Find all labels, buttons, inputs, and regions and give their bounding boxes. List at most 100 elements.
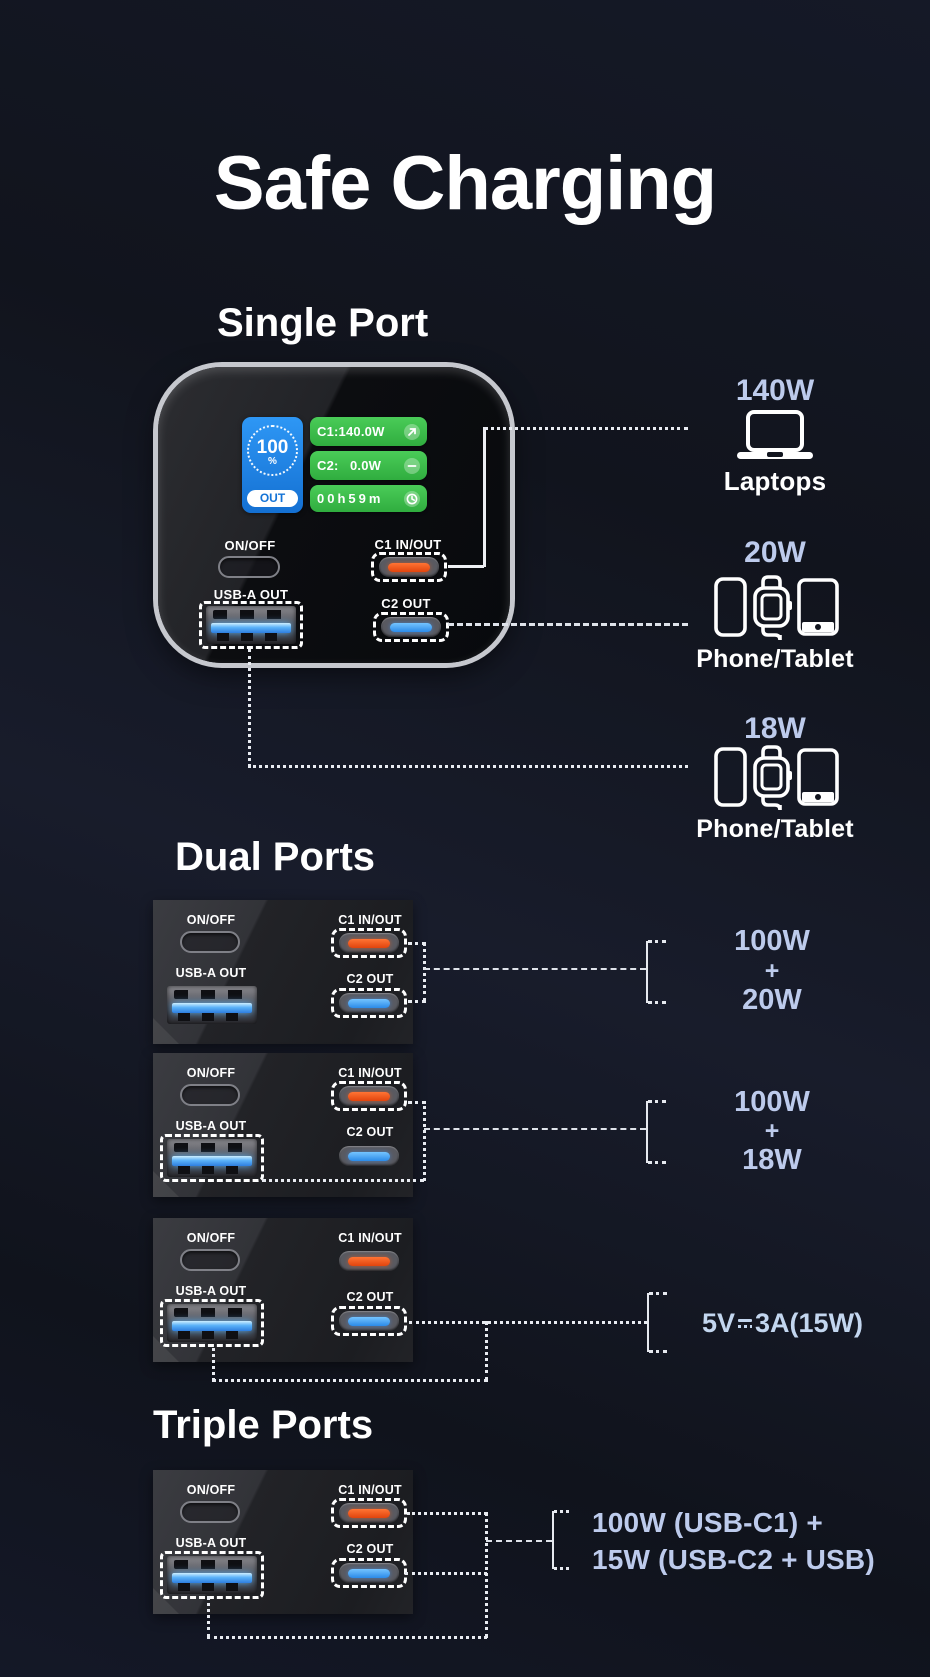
usb-c2-port [339, 1146, 399, 1166]
usba-loop-bottom [207, 1636, 487, 1639]
c2-port-label: C2 OUT [346, 972, 394, 986]
c2-power-value: C2: 0.0W [317, 458, 382, 473]
c1-connector-to-laptop [484, 427, 688, 430]
phone-watch-tablet-icons [712, 574, 840, 640]
combo2-connector [424, 1128, 646, 1130]
c2-connector-to-label [409, 1321, 647, 1324]
combo1-connector [424, 968, 646, 970]
c2-connector-stub [405, 1572, 487, 1575]
usba-port-highlight-box [160, 1134, 264, 1182]
usb-c1-port [379, 557, 439, 577]
combo1-bracket [646, 941, 648, 1003]
onoff-label: ON/OFF [186, 1483, 236, 1497]
dc-symbol-icon [737, 1317, 753, 1330]
triple-panel: ON/OFF C1 IN/OUT USB-A OUT C2 OUT [153, 1470, 413, 1614]
battery-percent-unit: % [268, 456, 277, 467]
battery-mode-badge: OUT [247, 490, 298, 507]
battery-ring-icon: 100 % [247, 425, 298, 476]
c1-port-label: C1 IN/OUT [338, 1483, 402, 1497]
combo2-watt-bottom: 18W [742, 1144, 802, 1176]
usba-port-label: USB-A OUT [175, 1119, 247, 1133]
onoff-label: ON/OFF [186, 1066, 236, 1080]
c2-port-label: C2 OUT [381, 596, 431, 611]
target-label-phone-tablet-2: Phone/Tablet [696, 815, 854, 843]
battery-percent: 100 [256, 437, 289, 458]
screen-row-time: 00h59m [310, 485, 427, 512]
usb-a-port [206, 606, 296, 644]
c1-connector-stub [407, 1512, 487, 1515]
usba-connector-stub [262, 1179, 424, 1182]
c1-port-highlight-box [371, 552, 447, 582]
usba-port-label: USB-A OUT [175, 966, 247, 980]
c2-port-label: C2 OUT [346, 1542, 394, 1556]
onoff-label: ON/OFF [224, 538, 276, 553]
c2-port-highlight-box [373, 612, 449, 642]
usb-c2-port [339, 993, 399, 1013]
triple-combo-connector [486, 1540, 552, 1542]
junction-vertical [485, 1512, 488, 1638]
bracket-tick [648, 940, 666, 943]
tablet-icon [796, 748, 839, 806]
bracket-tick [554, 1567, 569, 1570]
c1-connector-vertical [483, 427, 486, 567]
combo2-bracket [646, 1101, 648, 1163]
triple-ports-heading: Triple Ports [153, 1403, 374, 1447]
c2-port-label: C2 OUT [346, 1290, 394, 1304]
usba-port-label: USB-A OUT [175, 1536, 247, 1550]
time-remaining-value: 00h59m [317, 491, 384, 506]
c2-connector-stub [408, 1000, 426, 1003]
usba-loop-vertical [212, 1348, 215, 1381]
c2-port-highlight-box [331, 1558, 407, 1588]
usba-port-box [160, 981, 264, 1029]
usb-c1-port [339, 1251, 399, 1271]
c1-port-label: C1 IN/OUT [338, 913, 402, 927]
bracket-tick [649, 1292, 667, 1295]
c1-connector-stub [448, 565, 484, 568]
target-watt-20w: 20W [744, 536, 806, 569]
dual-panel-c1-usba: ON/OFF C1 IN/OUT USB-A OUT C2 OUT [153, 1053, 413, 1197]
usba-port-highlight-box [160, 1551, 264, 1599]
c1-connector-stub [408, 942, 426, 945]
c2-port-box [331, 1141, 407, 1171]
bracket-tick [554, 1510, 569, 1513]
usba-port-highlight-box [160, 1299, 264, 1347]
onoff-button [180, 1084, 240, 1106]
target-label-phone-tablet-1: Phone/Tablet [696, 645, 854, 673]
usb-c2-port [339, 1311, 399, 1331]
increase-icon [404, 423, 420, 440]
onoff-button [180, 931, 240, 953]
usb-c1-port [339, 1503, 399, 1523]
usb-c2-port [339, 1563, 399, 1583]
battery-status-card: 100 % OUT [242, 417, 303, 513]
screen-row-c1: C1:140.0W [310, 417, 427, 446]
timer-icon [404, 490, 420, 507]
onoff-button [180, 1501, 240, 1523]
combo1-plus: + [764, 957, 780, 985]
phone-icon [713, 577, 747, 637]
dual-panel-c1-c2: ON/OFF C1 IN/OUT USB-A OUT C2 OUT [153, 900, 413, 1044]
connector-junction-vertical [423, 942, 426, 1002]
usb-c1-port [339, 1086, 399, 1106]
single-port-heading: Single Port [217, 301, 429, 345]
screen-row-c2: C2: 0.0W [310, 451, 427, 480]
loop-connector-bottom [212, 1379, 488, 1382]
onoff-label: ON/OFF [186, 913, 236, 927]
c1-port-label: C1 IN/OUT [338, 1066, 402, 1080]
usb-a-port [167, 1139, 257, 1177]
target-watt-18w: 18W [744, 712, 806, 745]
connector-junction-vertical [423, 1101, 426, 1181]
dual-ports-heading: Dual Ports [175, 835, 376, 879]
usba-loop-vertical [207, 1596, 210, 1638]
combo2-plus: + [764, 1117, 780, 1145]
usba-connector-to-phone [248, 765, 688, 768]
usb-a-port [167, 1304, 257, 1342]
usb-c1-port [339, 933, 399, 953]
watch-icon [752, 575, 792, 640]
c1-port-label: C1 IN/OUT [374, 537, 442, 552]
phone-watch-tablet-icons-2 [712, 744, 840, 810]
combo2-watt-top: 100W [734, 1086, 810, 1118]
usba-port-label: USB-A OUT [213, 587, 289, 602]
target-label-laptops: Laptops [723, 466, 827, 496]
usba-port-highlight-box [199, 601, 303, 649]
